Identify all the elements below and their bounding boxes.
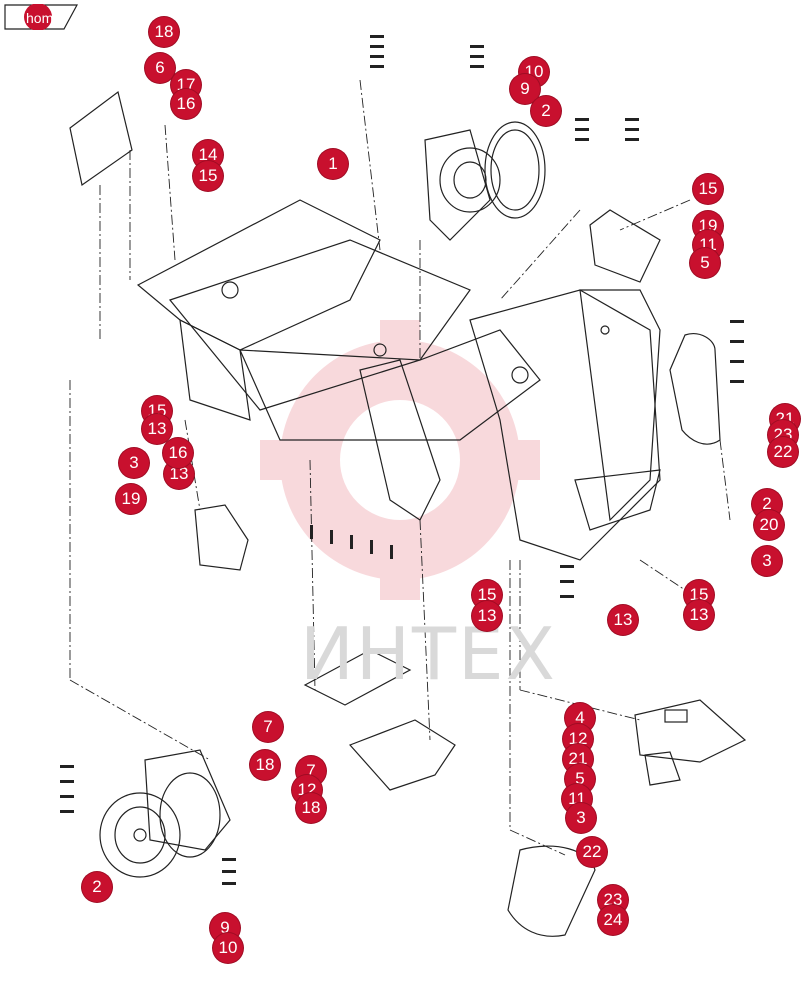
callout-16[interactable]: 16 [171,89,201,119]
fastener-clusters [60,35,744,885]
callout-16[interactable]: 16 [163,438,193,468]
callout-10[interactable]: 10 [213,933,243,963]
callout-15[interactable]: 15 [472,580,502,610]
callout-13[interactable]: 13 [684,600,714,630]
watermark-text: ИНТЕХ [300,612,557,696]
callout-13[interactable]: 13 [142,414,172,444]
assembly-lines [69,79,731,856]
bottom-plate-right [634,699,747,763]
cover-plate-right [589,209,661,283]
callout-1[interactable]: 1 [318,149,348,179]
callout-5[interactable]: 5 [690,248,720,278]
side-cover-right [669,333,721,445]
callout-18[interactable]: 18 [250,750,280,780]
cover-plate-left [194,504,249,571]
bottom-plate-upper [303,649,412,706]
callout-6[interactable]: 6 [145,53,175,83]
home-tab-shape [4,4,78,30]
callout-2[interactable]: 2 [531,96,561,126]
callout-20[interactable]: 20 [754,510,784,540]
bottom-plate-lower [348,719,456,791]
callout-22[interactable]: 22 [577,837,607,867]
main-frame [136,199,661,561]
side-cover-lower-right [507,845,596,937]
cover-plate-top-left [69,90,133,187]
callout-15[interactable]: 15 [693,174,723,204]
home-label: home [26,10,62,26]
watermark-gear-logo [260,320,540,600]
callout-18[interactable]: 18 [296,793,326,823]
callout-22[interactable]: 22 [768,437,798,467]
callout-18[interactable]: 18 [149,17,179,47]
callout-24[interactable]: 24 [598,905,628,935]
callout-3[interactable]: 3 [752,546,782,576]
small-plate [644,751,681,786]
drive-motor-top [424,121,546,241]
callout-13[interactable]: 13 [472,601,502,631]
callout-19[interactable]: 19 [116,484,146,514]
callout-13[interactable]: 13 [608,605,638,635]
callout-2[interactable]: 2 [82,872,112,902]
callout-7[interactable]: 7 [253,712,283,742]
callout-15[interactable]: 15 [193,161,223,191]
callout-3[interactable]: 3 [566,803,596,833]
home-button[interactable]: home [4,4,78,30]
drive-motor-bottom [99,749,231,878]
callout-3[interactable]: 3 [119,448,149,478]
